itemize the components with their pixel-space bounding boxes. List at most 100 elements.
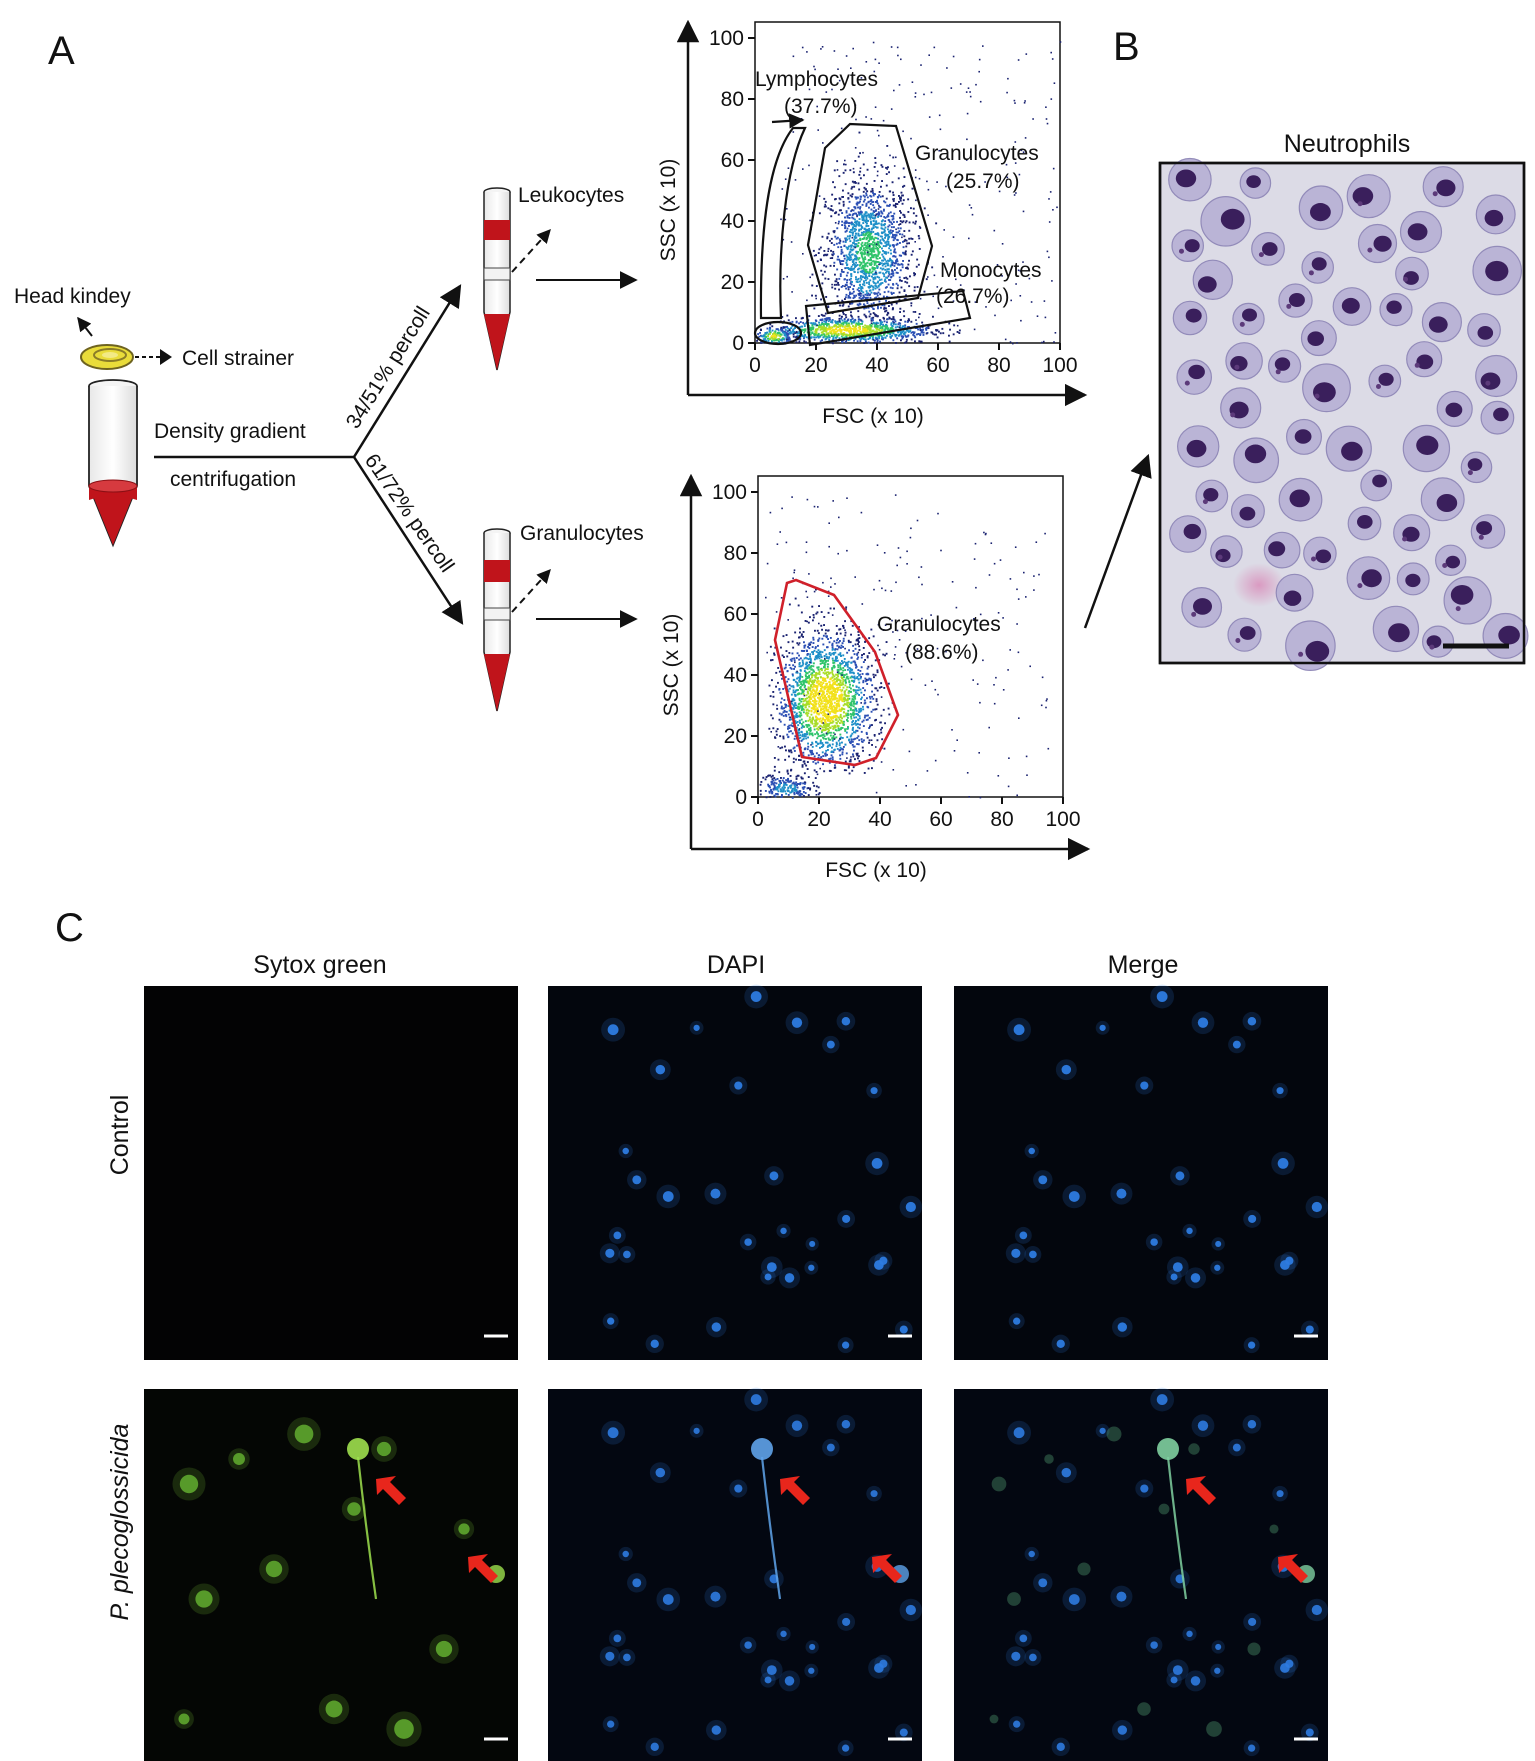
event-dot bbox=[843, 723, 845, 726]
event-dot bbox=[867, 220, 870, 222]
event-dot bbox=[842, 667, 845, 669]
event-dot bbox=[809, 749, 812, 752]
event-dot bbox=[883, 224, 886, 227]
event-dot bbox=[850, 223, 853, 226]
event-dot bbox=[838, 288, 840, 291]
event-dot bbox=[891, 236, 894, 239]
event-dot bbox=[818, 673, 821, 676]
event-dot bbox=[854, 318, 857, 321]
event-dot bbox=[800, 692, 803, 695]
event-dot bbox=[858, 294, 861, 297]
event-dot bbox=[880, 223, 883, 226]
event-dot bbox=[799, 677, 801, 680]
event-dot bbox=[865, 245, 868, 248]
event-dot bbox=[892, 156, 895, 159]
event-dot bbox=[771, 340, 773, 343]
event-dot bbox=[830, 327, 833, 329]
event-dot bbox=[818, 212, 821, 215]
event-dot bbox=[801, 688, 803, 691]
event-dot bbox=[862, 749, 864, 752]
event-dot bbox=[853, 181, 856, 184]
event-dot bbox=[825, 321, 827, 323]
event-dot bbox=[825, 683, 828, 685]
event-dot bbox=[861, 741, 864, 743]
event-dot bbox=[819, 653, 822, 656]
event-dot bbox=[781, 794, 783, 796]
event-dot bbox=[809, 701, 812, 703]
event-dot bbox=[1048, 198, 1050, 200]
event-dot bbox=[827, 333, 830, 336]
event-dot bbox=[867, 292, 870, 295]
event-dot bbox=[809, 333, 812, 336]
event-dot bbox=[964, 274, 966, 276]
event-dot bbox=[871, 201, 874, 204]
event-dot bbox=[808, 699, 811, 702]
event-dot bbox=[902, 330, 905, 332]
event-dot bbox=[812, 665, 815, 668]
event-dot bbox=[798, 731, 801, 734]
event-dot bbox=[844, 225, 847, 228]
event-dot bbox=[860, 286, 862, 288]
event-dot bbox=[882, 653, 885, 656]
event-dot bbox=[866, 718, 869, 721]
event-dot bbox=[1020, 319, 1022, 322]
event-dot bbox=[838, 209, 841, 212]
event-dot bbox=[807, 742, 809, 745]
event-dot bbox=[822, 330, 825, 333]
event-dot bbox=[870, 628, 873, 631]
event-dot bbox=[1030, 301, 1033, 303]
event-dot bbox=[809, 702, 812, 705]
event-dot bbox=[796, 783, 799, 785]
event-dot bbox=[892, 198, 895, 201]
event-dot bbox=[899, 199, 902, 202]
event-dot bbox=[850, 703, 853, 706]
event-dot bbox=[811, 741, 814, 744]
event-dot bbox=[799, 782, 802, 785]
event-dot bbox=[831, 667, 834, 669]
event-dot bbox=[832, 720, 835, 723]
event-dot bbox=[778, 670, 781, 673]
event-dot bbox=[836, 644, 839, 647]
event-dot bbox=[877, 291, 880, 294]
event-dot bbox=[863, 198, 866, 201]
event-dot bbox=[774, 795, 777, 798]
event-dot bbox=[813, 728, 816, 731]
event-dot bbox=[803, 323, 806, 326]
event-dot bbox=[791, 787, 794, 790]
event-dot bbox=[862, 238, 864, 240]
event-dot bbox=[874, 253, 877, 256]
event-dot bbox=[807, 682, 810, 684]
event-dot bbox=[809, 694, 812, 697]
event-dot bbox=[801, 661, 804, 664]
event-dot bbox=[868, 741, 870, 744]
event-dot bbox=[850, 700, 853, 703]
event-dot bbox=[816, 681, 818, 684]
event-dot bbox=[892, 339, 895, 342]
event-dot bbox=[914, 311, 917, 313]
event-dot bbox=[773, 335, 776, 338]
granulocyte-dashed-arrow bbox=[511, 568, 551, 613]
event-dot bbox=[862, 249, 865, 252]
event-dot bbox=[902, 246, 905, 249]
event-dot bbox=[913, 274, 916, 277]
event-dot bbox=[873, 254, 876, 257]
event-dot bbox=[859, 152, 861, 155]
event-dot bbox=[827, 317, 830, 320]
event-dot bbox=[790, 702, 792, 705]
event-dot bbox=[948, 322, 951, 325]
event-dot bbox=[946, 67, 948, 69]
event-dot bbox=[849, 169, 852, 172]
event-dot bbox=[879, 327, 882, 329]
event-dot bbox=[854, 147, 857, 149]
event-dot bbox=[834, 659, 836, 662]
event-dot bbox=[843, 676, 845, 678]
event-dot bbox=[860, 666, 863, 669]
event-dot bbox=[811, 686, 814, 689]
event-dot bbox=[846, 221, 849, 224]
event-dot bbox=[799, 793, 802, 795]
event-dot bbox=[868, 233, 871, 236]
event-dot bbox=[874, 674, 877, 677]
event-dot bbox=[903, 216, 906, 218]
event-dot bbox=[865, 220, 868, 223]
plot-top-x-label: FSC (x 10) bbox=[822, 405, 924, 428]
